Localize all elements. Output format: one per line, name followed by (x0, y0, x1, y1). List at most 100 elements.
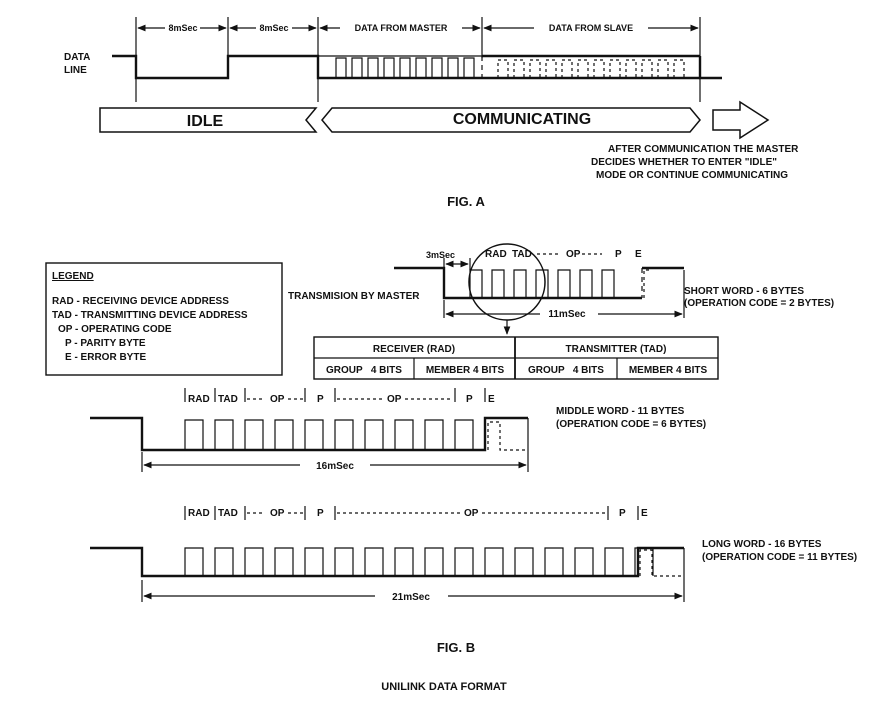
dim-8ms-b: 8mSec (259, 23, 288, 33)
middle-word-diagram: RAD TAD OP P OP P E 16mSec MIDDLE WORD -… (90, 388, 706, 472)
rad-label: RAD (188, 508, 210, 519)
fig-a: DATA LINE 8mSec 8mSec DATA FROM MASTER D… (64, 17, 799, 209)
middle-duration: 16mSec (316, 461, 354, 472)
op-label: OP (566, 249, 581, 260)
tad-label: TAD (218, 394, 238, 405)
rad-label: RAD (485, 249, 507, 260)
tad-label: TAD (218, 508, 238, 519)
error-byte-pulse (487, 421, 528, 451)
idle-label: IDLE (187, 113, 224, 130)
short-word-desc-1: SHORT WORD - 6 BYTES (684, 286, 804, 297)
data-pulse (513, 269, 527, 298)
fig-b-caption: FIG. B (437, 640, 475, 655)
short-word-waveform (394, 266, 684, 300)
legend-item: E - ERROR BYTE (65, 352, 146, 363)
data-pulse (535, 269, 549, 298)
signal-line (90, 546, 684, 578)
data-pulse (399, 57, 411, 78)
middle-word-desc-1: MIDDLE WORD - 11 BYTES (556, 406, 685, 417)
data-pulse (244, 419, 264, 450)
master-frame (317, 55, 482, 78)
idle-waveform (112, 54, 328, 80)
data-pulse (214, 419, 234, 450)
table-cell: MEMBER 4 BITS (426, 365, 505, 376)
communicating-label: COMMUNICATING (453, 111, 591, 128)
data-line-label-1: DATA (64, 52, 90, 63)
data-pulse (335, 57, 347, 78)
short-word-diagram: TRANSMISION BY MASTER 3mSec RAD TAD OP P… (288, 243, 834, 335)
long-word-diagram: RAD TAD OP P OP P E 21mSec LONG WORD - 1… (90, 506, 857, 603)
p-label: P (615, 249, 622, 260)
slave-pulse (545, 59, 557, 78)
legend-box: LEGEND RAD - RECEIVING DEVICE ADDRESS TA… (45, 262, 283, 376)
legend-item: TAD - TRANSMITTING DEVICE ADDRESS (52, 310, 248, 321)
data-pulse (334, 547, 354, 576)
table-cell: GROUP 4 BITS (326, 365, 402, 376)
p-label: P (317, 508, 324, 519)
legend-item: RAD - RECEIVING DEVICE ADDRESS (52, 296, 229, 307)
data-pulse (579, 269, 593, 298)
slave-pulse (513, 59, 525, 78)
short-duration: 11mSec (548, 309, 586, 320)
p-label: P (466, 394, 473, 405)
data-pulse (244, 547, 264, 576)
data-pulse (601, 269, 615, 298)
e-label: E (488, 394, 495, 405)
signal-line (90, 416, 528, 452)
data-pulse (484, 547, 504, 576)
op-label: OP (270, 508, 285, 519)
slave-pulse (529, 59, 541, 78)
error-byte-pulse (643, 269, 652, 298)
legend-item: P - PARITY BYTE (65, 338, 146, 349)
communicating-state-arrow (321, 107, 701, 133)
data-pulse (469, 269, 483, 298)
idle-state-arrow (99, 107, 318, 133)
after-communication-note-3: MODE OR CONTINUE COMMUNICATING (596, 170, 788, 181)
data-pulse (304, 419, 324, 450)
data-pulse (394, 547, 414, 576)
op-label: OP (464, 508, 479, 519)
p-label: P (619, 508, 626, 519)
dim-3ms: 3mSec (426, 250, 455, 260)
data-pulse (364, 419, 384, 450)
data-pulse (274, 547, 294, 576)
data-from-master-label: DATA FROM MASTER (355, 23, 448, 33)
long-word-waveform (90, 546, 684, 578)
data-pulse (334, 419, 354, 450)
middle-word-waveform (90, 416, 528, 452)
op-label: OP (387, 394, 402, 405)
slave-pulse (609, 59, 621, 78)
data-pulse (351, 57, 363, 78)
p-label: P (317, 394, 324, 405)
data-pulse (367, 57, 379, 78)
short-word-field-labels: RAD TAD OP P E (485, 249, 642, 260)
tad-label: TAD (512, 249, 532, 260)
data-pulse (454, 547, 474, 576)
data-pulse (557, 269, 571, 298)
signal-line (394, 266, 642, 300)
data-pulse (604, 547, 624, 576)
middle-word-field-labels: RAD TAD OP P OP P E (184, 388, 495, 405)
continue-arrow-icon (712, 100, 770, 140)
short-word-desc-2: (OPERATION CODE = 2 BYTES) (684, 298, 834, 309)
e-label: E (635, 249, 642, 260)
receiver-header: RECEIVER (RAD) (373, 344, 455, 355)
data-pulse (463, 57, 475, 78)
data-pulse (424, 419, 444, 450)
address-table: RECEIVER (RAD) TRANSMITTER (TAD) GROUP 4… (313, 336, 719, 380)
long-word-desc-1: LONG WORD - 16 BYTES (702, 539, 822, 550)
master-pulses (317, 55, 482, 80)
data-pulse (394, 419, 414, 450)
op-label: OP (270, 394, 285, 405)
data-pulse (491, 269, 505, 298)
data-pulse (514, 547, 534, 576)
slave-pulse (561, 59, 573, 78)
slave-pulse (673, 59, 685, 78)
data-pulse (431, 57, 443, 78)
legend-item: OP - OPERATING CODE (58, 324, 172, 335)
data-pulse (184, 419, 204, 450)
data-pulse (364, 547, 384, 576)
data-pulse (574, 547, 594, 576)
slave-pulse (641, 59, 653, 78)
rad-label: RAD (188, 394, 210, 405)
